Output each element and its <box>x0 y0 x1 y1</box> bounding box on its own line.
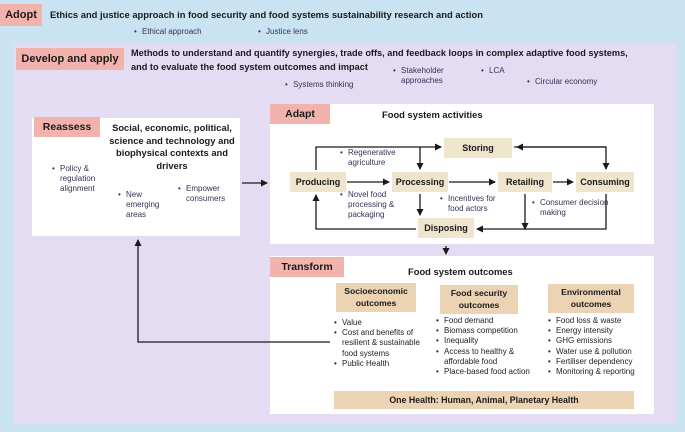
adapt-tag-label: Adapt <box>285 108 315 120</box>
note-consumer: Consumer decision making <box>532 198 610 218</box>
node-consuming-label: Consuming <box>580 177 630 187</box>
list-item: Food demand <box>436 316 544 326</box>
transform-heading: Food system outcomes <box>408 266 513 277</box>
outcome-security-title-label: Food security outcomes <box>450 288 508 310</box>
node-disposing: Disposing <box>418 218 474 238</box>
develop-item-lca: LCA <box>481 66 505 76</box>
adapt-heading: Food system activities <box>382 109 483 120</box>
list-item: Water use & pollution <box>548 347 652 357</box>
list-item: Place-based food action <box>436 367 544 377</box>
list-item: Fertiliser dependency <box>548 357 652 367</box>
note-novel: Novel food processing & packaging <box>340 190 410 221</box>
list-item: Cost and benefits of resilient & sustain… <box>334 328 434 359</box>
outcome-socio-title: Socioeconomic outcomes <box>336 283 416 312</box>
adopt-tag-label: Adopt <box>5 9 37 21</box>
list-item: GHG emissions <box>548 336 652 346</box>
node-producing: Producing <box>290 172 346 192</box>
outcome-security-list: Food demand Biomass competition Inequali… <box>436 316 544 378</box>
outcome-env-title-label: Environmental outcomes <box>561 287 621 309</box>
note-regenerative: Regenerative agriculture <box>340 148 418 168</box>
one-health-label: One Health: Human, Animal, Planetary Hea… <box>389 395 579 405</box>
list-item: Monitoring & reporting <box>548 367 652 377</box>
list-item: Biomass competition <box>436 326 544 336</box>
list-item: Inequality <box>436 336 544 346</box>
list-item: Public Health <box>334 359 434 369</box>
outcome-socio-title-label: Socioeconomic outcomes <box>344 286 408 308</box>
develop-item-stakeholder: Stakeholder approaches <box>393 66 463 86</box>
list-item: Access to healthy & affordable food <box>436 347 544 367</box>
note-incentives: Incentives for food actors <box>440 194 500 214</box>
develop-heading-1: Methods to understand and quantify syner… <box>131 48 628 58</box>
develop-tag-label: Develop and apply <box>21 53 119 65</box>
node-storing-label: Storing <box>462 143 494 153</box>
node-retailing-label: Retailing <box>505 177 544 187</box>
develop-heading-2: and to evaluate the food system outcomes… <box>131 62 368 72</box>
develop-item-circular: Circular economy <box>527 77 597 87</box>
adopt-item-ethical: Ethical approach <box>134 27 202 37</box>
reassess-item-emerging: New emerging areas <box>118 190 173 221</box>
outcome-socio-list: Value Cost and benefits of resilient & s… <box>334 318 434 369</box>
node-processing-label: Processing <box>395 177 445 187</box>
reassess-heading: Social, economic, political, science and… <box>109 122 235 172</box>
develop-tag: Develop and apply <box>16 48 124 70</box>
adopt-tag: Adopt <box>0 4 42 26</box>
transform-tag-label: Transform <box>281 261 333 273</box>
develop-item-systems: Systems thinking <box>285 80 353 90</box>
list-item: Value <box>334 318 434 328</box>
adopt-heading: Ethics and justice approach in food secu… <box>50 9 483 20</box>
transform-tag: Transform <box>270 257 344 277</box>
reassess-tag-label: Reassess <box>42 121 92 133</box>
reassess-item-policy: Policy & regulation alignment <box>52 164 112 195</box>
reassess-item-empower: Empower consumers <box>178 184 238 204</box>
node-retailing: Retailing <box>498 172 552 192</box>
list-item: Energy intensity <box>548 326 652 336</box>
outcome-env-list: Food loss & waste Energy intensity GHG e… <box>548 316 652 378</box>
adopt-item-justice: Justice lens <box>258 27 308 37</box>
adapt-tag: Adapt <box>270 104 330 124</box>
outcome-security-title: Food security outcomes <box>440 285 518 314</box>
reassess-tag: Reassess <box>34 117 100 137</box>
outcome-env-title: Environmental outcomes <box>548 284 634 313</box>
list-item: Food loss & waste <box>548 316 652 326</box>
node-consuming: Consuming <box>576 172 634 192</box>
node-disposing-label: Disposing <box>424 223 468 233</box>
one-health-bar: One Health: Human, Animal, Planetary Hea… <box>334 391 634 409</box>
node-storing: Storing <box>444 138 512 158</box>
node-producing-label: Producing <box>295 177 341 187</box>
node-processing: Processing <box>392 172 448 192</box>
